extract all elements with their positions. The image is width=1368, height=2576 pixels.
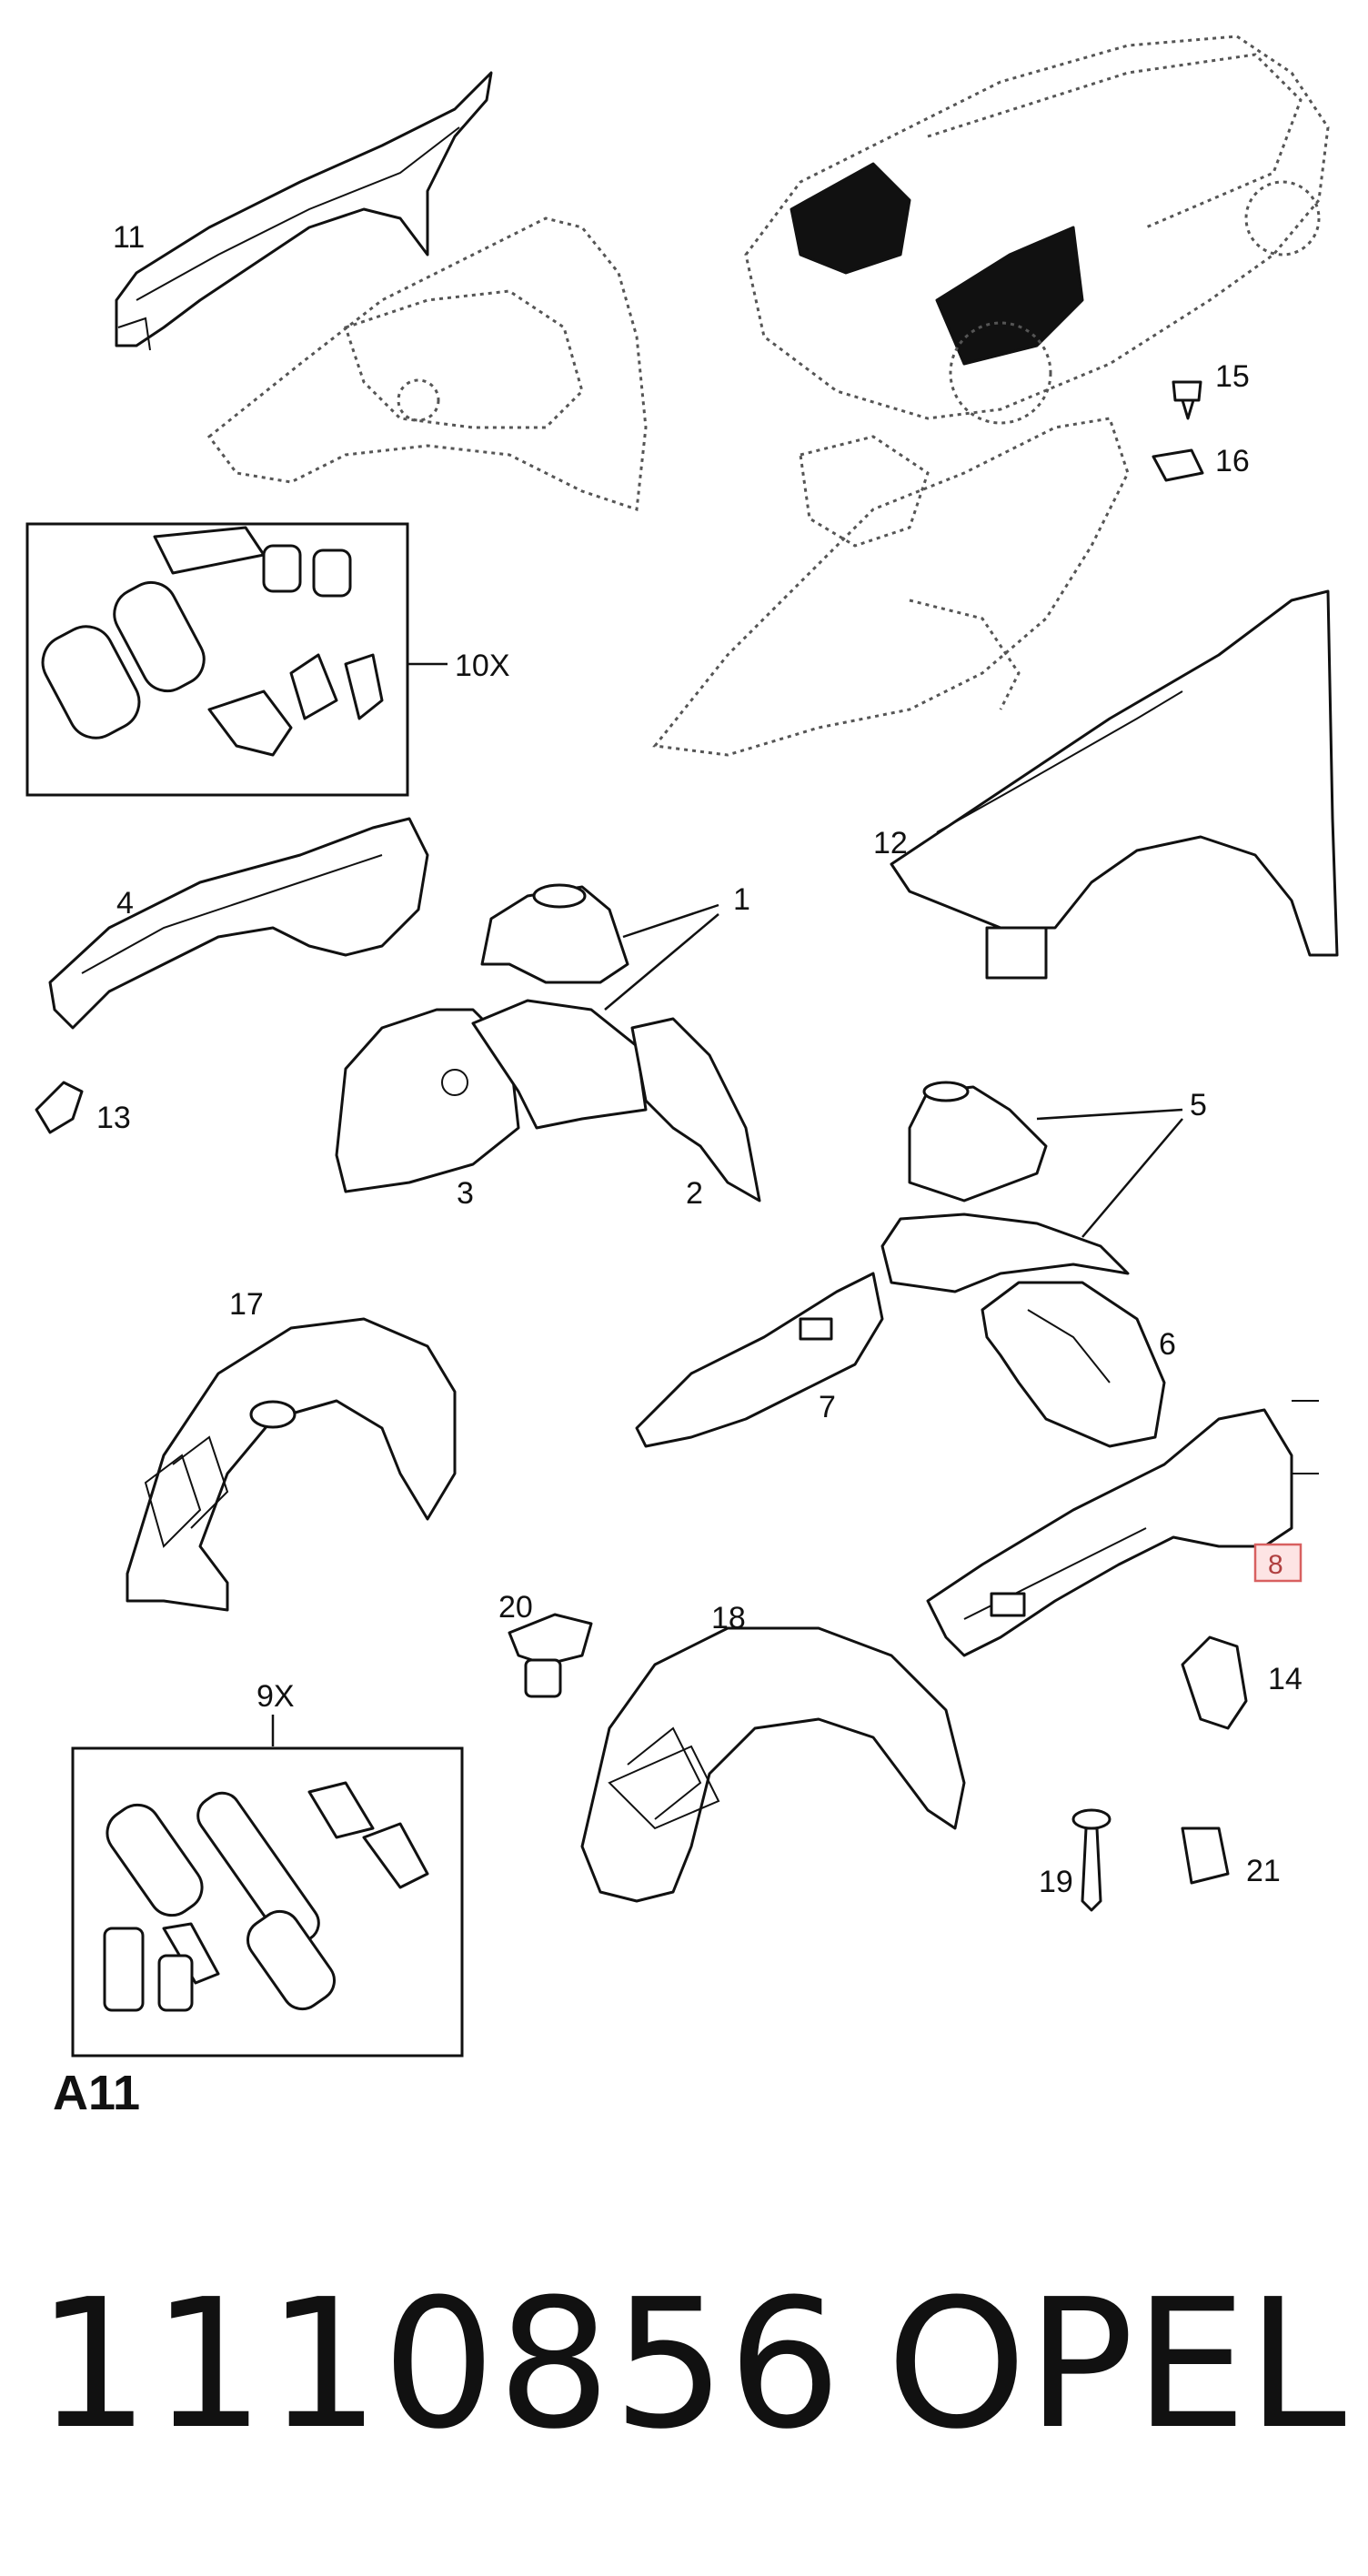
part-6-inner-wheel-house-right: 6 — [981, 1281, 1176, 1448]
callout-4: 4 — [116, 886, 134, 921]
part-7-panel: 7 — [635, 1272, 884, 1448]
part-12-front-fender: 12 — [873, 589, 1339, 980]
part-8-front-side-member: 8 — [926, 1400, 1319, 1657]
callout-14: 14 — [1268, 1662, 1303, 1696]
part-5-inner-arch-upper — [880, 1213, 1130, 1293]
callout-1: 1 — [733, 882, 750, 917]
brand-name: OPEL — [886, 2261, 1346, 2469]
callout-8-highlight — [1253, 1543, 1303, 1583]
part-16-clip-nut: 16 — [1152, 444, 1250, 482]
callout-5: 5 — [1190, 1088, 1207, 1122]
callout-12: 12 — [873, 826, 908, 860]
callout-18: 18 — [711, 1601, 746, 1635]
part-15-bolt: 15 — [1172, 359, 1250, 420]
callout-21: 21 — [1246, 1854, 1281, 1888]
callout-15: 15 — [1215, 359, 1250, 394]
callout-10x: 10X — [455, 649, 510, 683]
callout-19: 19 — [1039, 1865, 1073, 1899]
callout-11: 11 — [113, 220, 145, 255]
part-11-front-side-member-upper: 11 — [113, 71, 493, 351]
kit-9x-box: 9X — [71, 1679, 464, 2058]
section-label: A11 — [53, 2066, 141, 2120]
callout-20: 20 — [498, 1590, 533, 1625]
parts-diagram: 11 15 16 10X — [25, 35, 1339, 2058]
callout-3: 3 — [457, 1176, 474, 1211]
callout-17: 17 — [229, 1287, 264, 1322]
part-1-strut-tower: 1 — [480, 882, 750, 1011]
part-17-wheel-liner-front: 17 — [126, 1287, 457, 1612]
part-13-bracket: 13 — [35, 1081, 131, 1135]
callout-7: 7 — [819, 1390, 836, 1424]
part-4-wheel-arch-reinforcement: 4 — [48, 817, 429, 1030]
callout-6: 6 — [1159, 1327, 1176, 1362]
part-1-inner-wheel-house-center — [471, 999, 648, 1130]
footer: 1110856 OPEL — [36, 2256, 1346, 2474]
part-20-push-rivet: 20 — [498, 1590, 593, 1698]
callout-16: 16 — [1215, 444, 1250, 478]
part-number: 1110856 — [36, 2261, 843, 2469]
callout-8: 8 — [1268, 1550, 1283, 1580]
part-2-wheel-house-rear: 2 — [630, 1017, 761, 1211]
callout-2: 2 — [686, 1176, 703, 1211]
part-3-inner-wheel-house-front: 3 — [335, 1008, 520, 1211]
part-14-bracket: 14 — [1181, 1635, 1303, 1730]
part-5-strut-tower-right: 5 — [908, 1081, 1207, 1238]
part-21-clip: 21 — [1181, 1826, 1281, 1888]
vehicle-overview — [744, 35, 1330, 425]
callout-9x: 9X — [256, 1679, 295, 1714]
ghost-inner-panel-center — [652, 417, 1130, 757]
ghost-inner-panel-upper — [206, 216, 648, 512]
kit-10x-box: 10X — [25, 522, 510, 797]
part-18-wheel-liner-rear: 18 — [580, 1601, 966, 1903]
callout-13: 13 — [96, 1101, 131, 1135]
part-19-screw: 19 — [1039, 1808, 1112, 1912]
